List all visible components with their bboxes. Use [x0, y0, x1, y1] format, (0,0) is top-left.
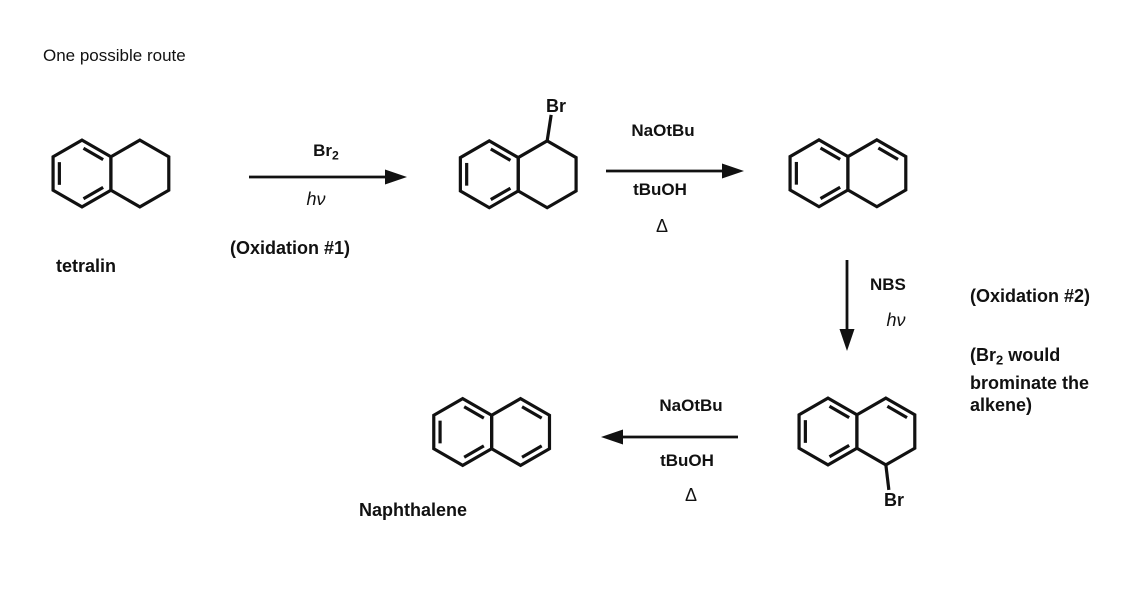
step4-reagent: NaOtBu	[659, 396, 723, 415]
step2-heat-symbol: Δ	[655, 216, 669, 236]
step3-reagent: NBS	[870, 275, 906, 294]
step4-solvent: tBuOH	[660, 451, 714, 470]
step3-light-condition: hν	[886, 310, 906, 330]
arrow-step4-left	[601, 429, 738, 445]
step1-light-condition: hν	[306, 189, 326, 209]
step2-solvent: tBuOH	[633, 180, 687, 199]
structure-naphthalene	[432, 396, 552, 468]
arrow-step2-right	[606, 163, 744, 179]
bromotetralin-br-label: Br	[545, 96, 567, 116]
step4-heat-symbol: Δ	[684, 485, 698, 505]
tetralin-label: tetralin	[55, 256, 117, 276]
bromination-annotation: (Br2 would brominate the alkene)	[970, 344, 1089, 416]
bromodihydronaphthalene-br-label: Br	[883, 490, 905, 510]
annotation-line-3: alkene)	[970, 394, 1033, 415]
structure-bromo-dihydronaphthalene	[797, 396, 917, 491]
annotation-line-1: (Br2 would	[970, 345, 1061, 368]
naphthalene-label: Naphthalene	[358, 500, 468, 520]
arrow-step1-right	[249, 169, 407, 185]
arrow-step3-down	[839, 260, 855, 351]
scheme-title: One possible route	[43, 46, 186, 65]
structure-1-bromotetralin	[458, 114, 578, 210]
step1-oxidation-note: (Oxidation #1)	[229, 238, 351, 258]
annotation-line-2: brominate the	[970, 372, 1090, 393]
step3-oxidation-note: (Oxidation #2)	[970, 286, 1091, 306]
structure-tetralin	[51, 138, 171, 209]
step1-reagent: Br2	[313, 141, 339, 162]
step1-reagent-base: Br	[313, 141, 333, 160]
structure-dihydronaphthalene	[788, 138, 908, 209]
step1-reagent-subscript: 2	[332, 148, 339, 163]
step2-reagent: NaOtBu	[631, 121, 695, 140]
